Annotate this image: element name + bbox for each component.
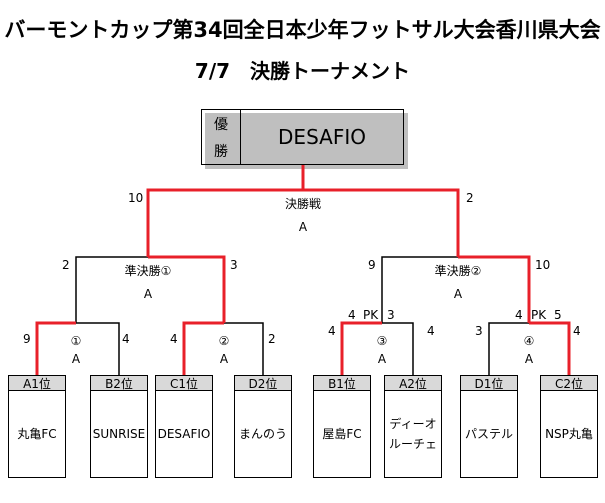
qf2-court: A: [219, 352, 229, 366]
champion-label: 優 勝: [201, 109, 241, 165]
qf1-name: ①: [70, 334, 82, 348]
qf3-pk-left: 4: [348, 308, 356, 322]
line-q2-right: [224, 322, 264, 375]
team8-position: C2位: [540, 375, 598, 391]
qf4-pk-label: PK: [531, 308, 547, 322]
qf2-score-left: 4: [170, 332, 178, 346]
team4-name: まんのう: [234, 391, 292, 478]
champion-name: DESAFIO: [240, 109, 404, 165]
qf2-score-right: 2: [268, 332, 276, 346]
semi2-court: A: [453, 287, 463, 301]
team4-position: D2位: [234, 375, 292, 391]
win-sf1-right: [148, 255, 226, 323]
tournament-subtitle: 7/7 決勝トーナメント: [194, 59, 411, 83]
team1-name: 丸亀FC: [8, 391, 66, 478]
champion-label-bottom: 勝: [214, 143, 228, 160]
win-final-left: [146, 165, 305, 257]
qf2-name: ②: [218, 334, 230, 348]
line-sf2-right: [381, 256, 458, 323]
qf1-court: A: [71, 352, 81, 366]
team6-position: A2位: [384, 375, 442, 391]
team5-position: B1位: [313, 375, 371, 391]
qf4-pk-left: 4: [515, 308, 523, 322]
semi1-name: 準決勝①: [124, 264, 172, 278]
final-score-left: 10: [128, 191, 144, 205]
semi1-court: A: [143, 287, 153, 301]
team7-name: パステル: [460, 391, 518, 478]
qf3-pk-right: 3: [387, 308, 395, 322]
team1-position: A1位: [8, 375, 66, 391]
qf3-pk-label: PK: [363, 308, 379, 322]
team8-name: NSP丸亀: [540, 391, 598, 478]
qf3-score-right: 4: [427, 324, 435, 338]
team2-position: B2位: [90, 375, 148, 391]
team3-name: DESAFIO: [155, 391, 213, 478]
qf1-score-left: 9: [23, 332, 31, 346]
team5-name: 屋島FC: [313, 391, 371, 478]
qf4-name: ④: [523, 334, 535, 348]
win-q2-left: [182, 321, 224, 375]
win-q4-right: [529, 321, 571, 375]
line-q1-right: [76, 322, 120, 375]
qf1-score-right: 4: [122, 332, 130, 346]
qf4-pk-right: 5: [554, 308, 562, 322]
final-court: A: [298, 220, 308, 234]
qf4-score-left: 3: [475, 324, 483, 338]
champion-label-top: 優: [214, 116, 228, 133]
champion-box-shadow: [205, 113, 408, 169]
semi2-name: 準決勝②: [434, 264, 482, 278]
final-score-right: 2: [466, 191, 474, 205]
qf4-score-right: 4: [573, 324, 581, 338]
team7-position: D1位: [460, 375, 518, 391]
line-q4-left: [488, 322, 529, 375]
final-name: 決勝戦: [284, 197, 322, 211]
qf3-score-left: 4: [328, 324, 336, 338]
win-final-right: [303, 188, 460, 257]
win-sf2-right: [458, 255, 531, 323]
qf3-name: ③: [376, 334, 388, 348]
team2-name: SUNRISE: [90, 391, 148, 478]
qf3-court: A: [377, 352, 387, 366]
line-q3-right: [382, 322, 414, 375]
semi1-score-left: 2: [62, 258, 70, 272]
semi2-score-left: 9: [368, 258, 376, 272]
line-sf1-left: [75, 256, 148, 323]
team3-position: C1位: [155, 375, 213, 391]
semi2-score-right: 10: [535, 258, 551, 272]
win-q1-left: [35, 321, 76, 375]
semi1-score-right: 3: [230, 258, 238, 272]
team6-name: ディーオ ルーチェ: [384, 391, 442, 478]
win-q3-left: [340, 321, 382, 375]
tournament-title: バーモントカップ第34回全日本少年フットサル大会香川県大会: [4, 18, 601, 42]
qf4-court: A: [524, 352, 534, 366]
